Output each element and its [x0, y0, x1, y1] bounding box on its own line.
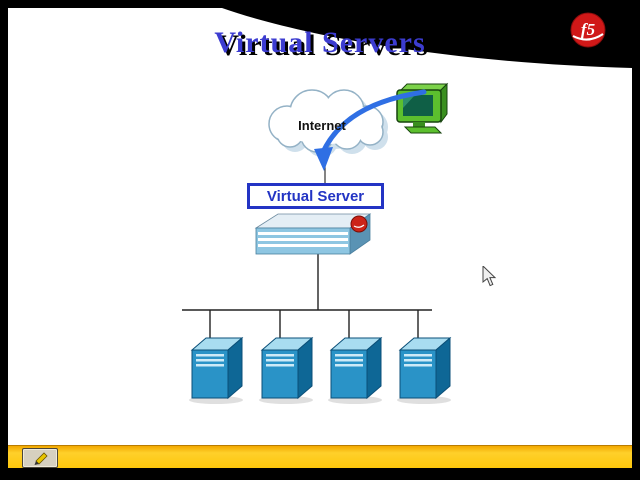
top-swoosh-shape [222, 8, 632, 68]
server-tower-4 [396, 337, 452, 405]
server-tower-2 [258, 337, 314, 405]
internet-label: Internet [298, 118, 346, 133]
client-computer-icon [396, 82, 449, 134]
f5-logo-text: f5 [581, 20, 596, 39]
appliance-f5-ball [350, 215, 368, 233]
mouse-cursor-icon [482, 266, 497, 287]
traffic-arrow [314, 89, 427, 171]
bottom-toolbar [8, 445, 632, 468]
f5-logo-icon: f5 [570, 12, 606, 48]
presentation-slide: Virtual Servers f5 [8, 8, 632, 468]
pencil-icon [34, 452, 48, 465]
appliance-icon [254, 213, 372, 255]
server-tower-3 [327, 337, 383, 405]
server-tower-1 [188, 337, 244, 405]
virtual-server-label: Virtual Server [266, 187, 365, 205]
network-diagram [182, 82, 452, 405]
virtual-server-box: Virtual Server [247, 183, 384, 209]
page-title: Virtual Servers [214, 26, 426, 59]
annotation-pencil-button[interactable] [22, 448, 58, 468]
